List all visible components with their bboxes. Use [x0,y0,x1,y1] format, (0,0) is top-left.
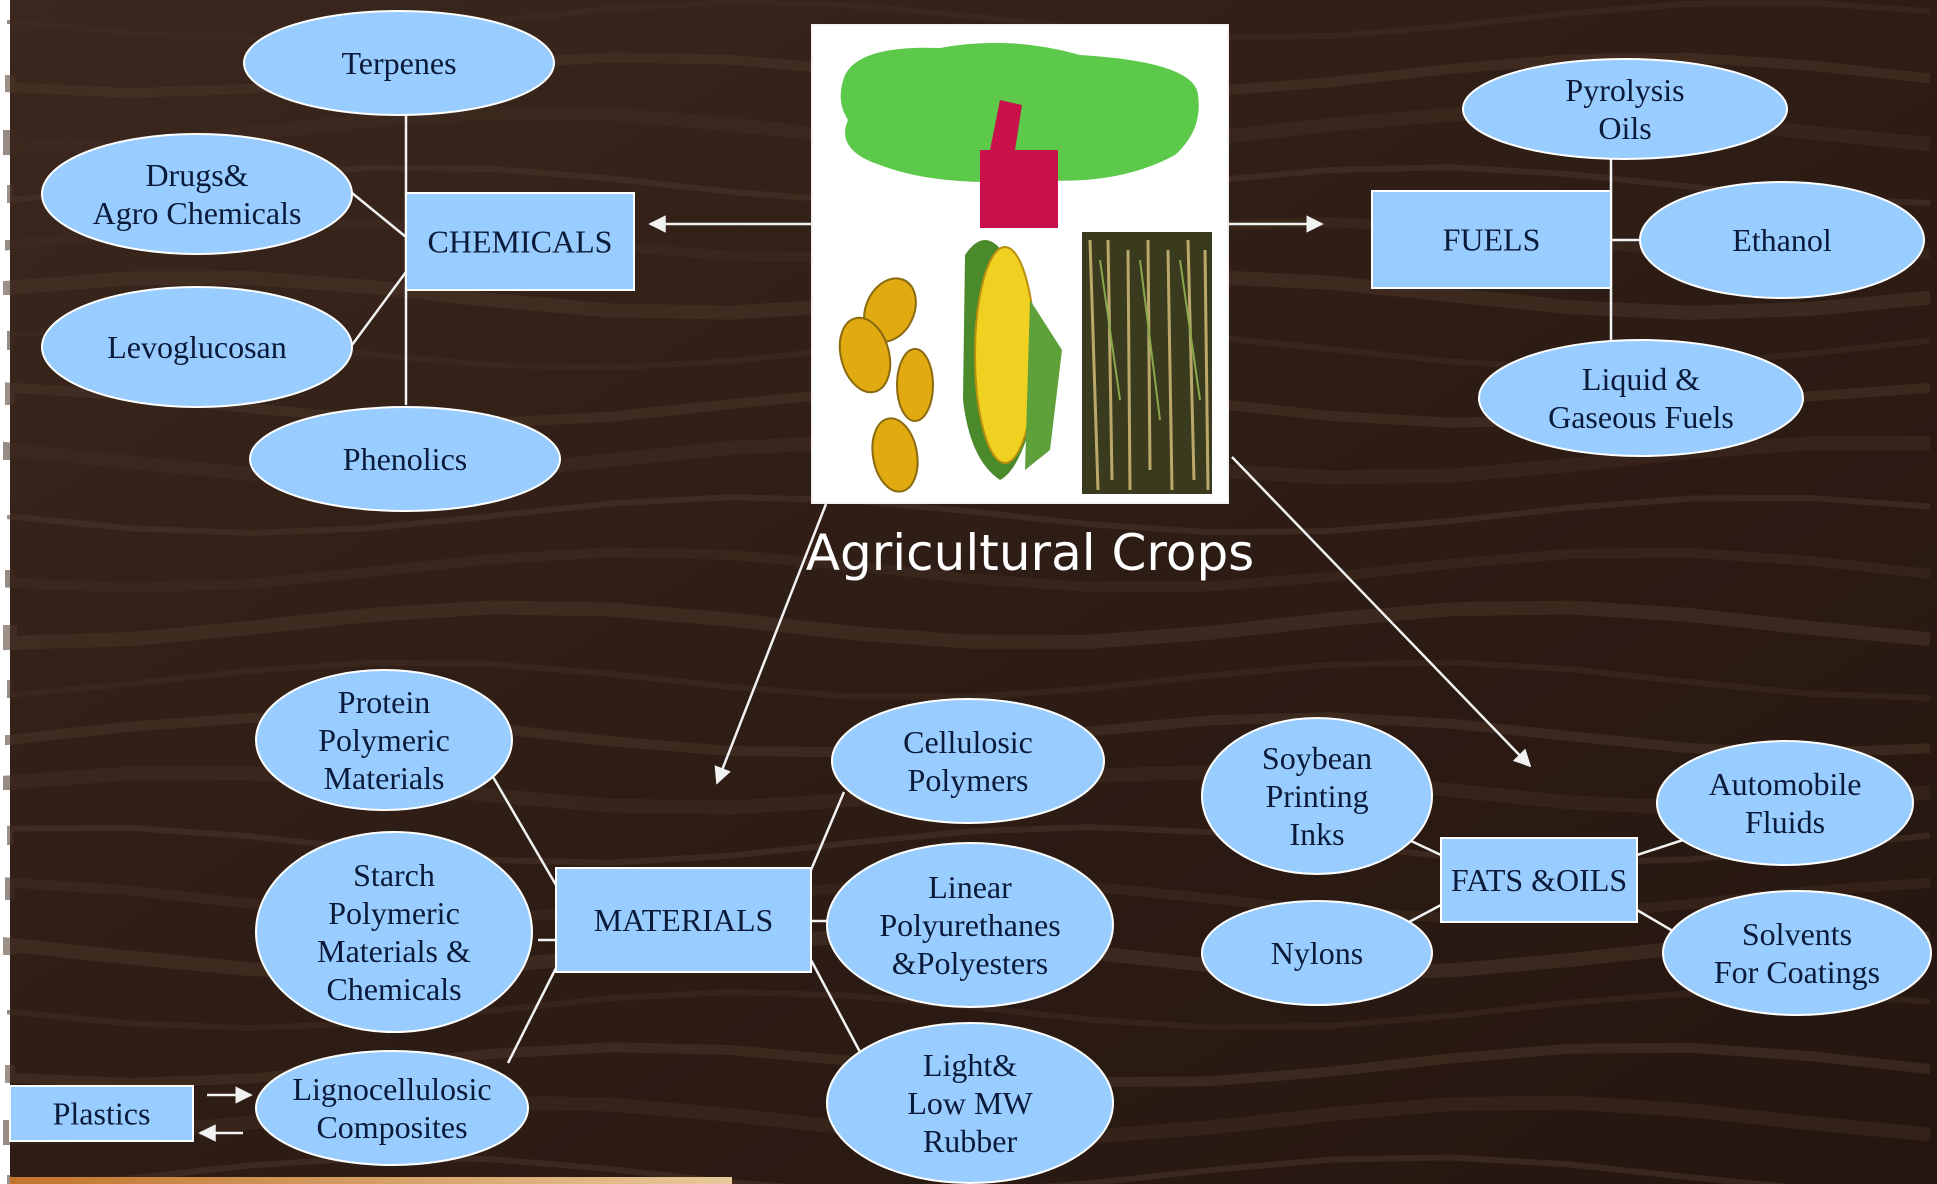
materials-node-starch-polymeric-materials-chemicals-label: Polymeric [328,895,460,931]
materials-node-light-low-mw-rubber-label: Low MW [907,1085,1033,1121]
bottom-accent-bar [10,1177,732,1184]
plastics-box-label: Plastics [53,1096,151,1132]
chemicals-node-levoglucosan [41,286,353,408]
materials-node-linear-polyurethanes-polyesters-label: Linear [928,869,1012,905]
fuels-hub-label: FUELS [1443,222,1541,258]
wood-grain-stroke [7,659,1931,701]
fats-node-soybean-printing-inks-label: Printing [1265,778,1368,814]
center-caption: Agricultural Crops [806,524,1255,582]
fuels-node-liquid-gaseous-fuels-label: Liquid & [1582,361,1700,397]
fuels-node-ethanol [1639,181,1925,299]
materials-node-cellulosic-polymers [831,698,1105,824]
chemicals-node-drugs-agro-chemicals [41,133,353,255]
fats-node-soybean-printing-inks [1201,717,1433,875]
chemicals-node-drugs-agro-chemicals-label: Agro Chemicals [93,195,302,231]
fats-node-nylons-label: Nylons [1271,935,1363,971]
fats-node-automobile-fluids [1656,740,1914,866]
fats-node-soybean-printing-inks-label: Inks [1289,816,1344,852]
materials-node-protein-polymeric-materials [255,669,513,811]
wood-grain-stroke [7,494,1931,537]
chemicals-node-phenolics-label: Phenolics [343,441,467,477]
materials-node-protein-polymeric-materials-label: Polymeric [318,722,450,758]
fats-node-automobile-fluids-label: Automobile [1709,766,1862,802]
seeds-icon [838,277,934,493]
materials-node-light-low-mw-rubber [826,1022,1114,1184]
corn-icon [963,240,1062,480]
materials-node-linear-polyurethanes-polyesters-label: &Polyesters [892,945,1048,981]
materials-node-protein-polymeric-materials-label: Materials [324,760,445,796]
materials-node-linear-polyurethanes-polyesters [826,842,1114,1008]
materials-node-lignocellulosic-composites [255,1050,529,1166]
chemicals-node-levoglucosan-label: Levoglucosan [107,329,287,365]
fuels-hub [1371,190,1612,289]
fats-node-nylons [1201,900,1433,1006]
fats-node-solvents-for-coatings-label: For Coatings [1714,954,1880,990]
materials-node-light-low-mw-rubber-label: Rubber [923,1123,1018,1159]
materials-node-linear-polyurethanes-polyesters-label: Polyurethanes [879,907,1060,943]
crops-panel: Agricultural Crops [806,24,1255,582]
fats-node-soybean-printing-inks-label: Soybean [1262,740,1372,776]
materials-node-lignocellulosic-composites-label: Lignocellulosic [292,1071,491,1107]
fats-node-automobile-fluids-label: Fluids [1745,804,1825,840]
materials-node-lignocellulosic-composites-label: Composites [316,1109,467,1145]
chemicals-node-drugs-agro-chemicals-label: Drugs& [145,157,248,193]
wood-grain-stroke [7,0,1931,42]
arrow-to-fats [1231,456,1532,768]
wood-grain-stroke [3,600,1931,651]
fuels-node-pyrolysis-oils [1462,58,1788,160]
materials-node-light-low-mw-rubber-label: Light& [923,1047,1017,1083]
fats-node-solvents-for-coatings-label: Solvents [1742,916,1852,952]
materials-node-starch-polymeric-materials-chemicals-label: Chemicals [326,971,461,1007]
materials-node-cellulosic-polymers-label: Polymers [908,762,1029,798]
materials-node-cellulosic-polymers-label: Cellulosic [903,724,1033,760]
wood-grain-stroke [7,989,1931,1032]
materials-node-starch-polymeric-materials-chemicals [255,831,533,1033]
fuels-node-pyrolysis-oils-label: Oils [1598,110,1651,146]
chemicals-node-terpenes [243,10,555,116]
connector-lines [350,115,1684,1064]
tree-icon [840,42,1199,228]
fuels-node-pyrolysis-oils-label: Pyrolysis [1565,72,1684,108]
fats-hub-label: FATS &OILS [1451,862,1627,898]
arrows [198,215,1532,1142]
wood-grain-stroke [5,547,1931,594]
fats-hub [1440,837,1638,923]
materials-node-protein-polymeric-materials-label: Protein [338,684,430,720]
fuels-node-ethanol-label: Ethanol [1732,222,1832,258]
materials-node-starch-polymeric-materials-chemicals-label: Starch [353,857,435,893]
chemicals-node-terpenes-label: Terpenes [341,45,456,81]
chemicals-hub [405,192,635,291]
fats-node-solvents-for-coatings [1662,890,1932,1016]
fuels-node-liquid-gaseous-fuels [1478,339,1804,457]
chemicals-hub-label: CHEMICALS [428,224,613,260]
arrow-to-materials [714,503,828,785]
chemicals-node-phenolics [249,406,561,512]
materials-hub [555,867,812,973]
plastics-box [9,1085,194,1142]
rice-icon [1082,232,1212,494]
materials-hub-label: MATERIALS [594,902,774,938]
wood-grain-stroke [7,1154,1791,1184]
materials-node-starch-polymeric-materials-chemicals-label: Materials & [317,933,471,969]
fuels-node-liquid-gaseous-fuels-label: Gaseous Fuels [1548,399,1734,435]
